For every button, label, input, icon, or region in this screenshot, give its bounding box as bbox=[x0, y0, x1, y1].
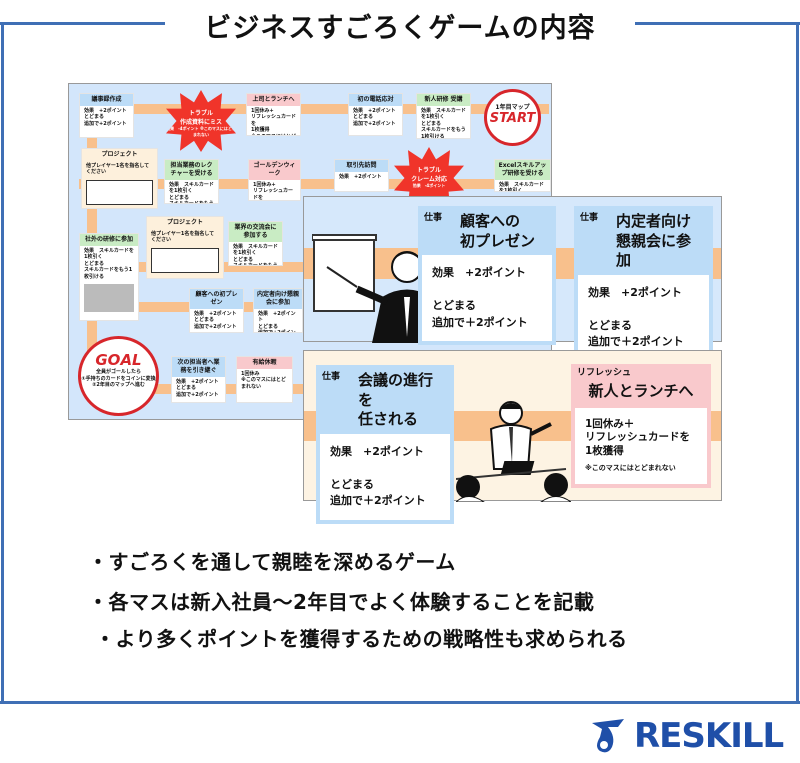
card-first-presentation: 仕事顧客への 初プレゼン 効果 +2ポイント とどまる 追加で＋2ポイント bbox=[418, 206, 556, 345]
map-cell: 議事録作成効果 +2ポイント とどまる 追加で+2ポイント bbox=[79, 93, 134, 138]
meeting-illustration bbox=[456, 401, 571, 502]
bullet-1: ・すごろくを通して親睦を深めるゲーム bbox=[88, 550, 456, 574]
map-cell: プロジェクト他プレイヤー1名を指名してください bbox=[146, 216, 224, 279]
frame-right bbox=[796, 22, 799, 704]
map-cell: 取引先訪問効果 +2ポイント bbox=[334, 159, 389, 192]
frame-bottom bbox=[0, 701, 800, 704]
map-cell: 新人研修 受講効果 スキルカードを1枚引く とどまる スキルカードをもう1枚引け… bbox=[416, 93, 471, 139]
map-cell: プロジェクト他プレイヤー1名を指名してください bbox=[81, 148, 158, 209]
zoom-panel-bottom: 仕事会議の進行を 任される 効果 +2ポイント とどまる 追加で＋2ポイント リ… bbox=[303, 350, 722, 524]
zoom-panel-top: 仕事顧客への 初プレゼン 効果 +2ポイント とどまる 追加で＋2ポイント 仕事… bbox=[303, 196, 722, 365]
map-cell: 顧客への初プレゼン効果 +2ポイント とどまる 追加で+2ポイント bbox=[189, 288, 244, 333]
frame-top-left bbox=[0, 22, 165, 25]
bullet-2: ・各マスは新入社員〜2年目でよく体験することを記載 bbox=[88, 590, 595, 614]
page-title: ビジネスすごろくゲームの内容 bbox=[204, 13, 596, 44]
bullet-3: ・より多くポイントを獲得するための戦略性も求められる bbox=[95, 627, 628, 651]
card-recruit-party: 仕事内定者向け 懇親会に参加 効果 +2ポイント とどまる 追加で＋2ポイント bbox=[574, 206, 713, 365]
reskill-logo: RESKILL bbox=[590, 716, 784, 756]
card-meeting-facilitation: 仕事会議の進行を 任される 効果 +2ポイント とどまる 追加で＋2ポイント bbox=[316, 365, 454, 524]
card-lunch-with-newcomer: リフレッシュ新人とランチへ 1回休み＋ リフレッシュカードを 1枚獲得※このマス… bbox=[571, 364, 711, 488]
frame-left bbox=[1, 22, 4, 704]
map-cell: 社外の研修に参加効果 スキルカードを1枚引く とどまる スキルカードをもう1枚引… bbox=[79, 233, 139, 321]
map-cell: 初の電話応対効果 +2ポイント とどまる 追加で+2ポイント bbox=[348, 93, 403, 136]
reskill-logo-mark-icon bbox=[592, 719, 624, 753]
frame-top-right bbox=[635, 22, 800, 25]
map-cell: 次の担当者へ業務を引き継ぐ効果 +2ポイント とどまる 追加で+2ポイント bbox=[171, 356, 226, 403]
trouble-star: トラブル作成資料にミス効果 -4ポイント ※このマスにはとどまれない bbox=[166, 90, 236, 152]
